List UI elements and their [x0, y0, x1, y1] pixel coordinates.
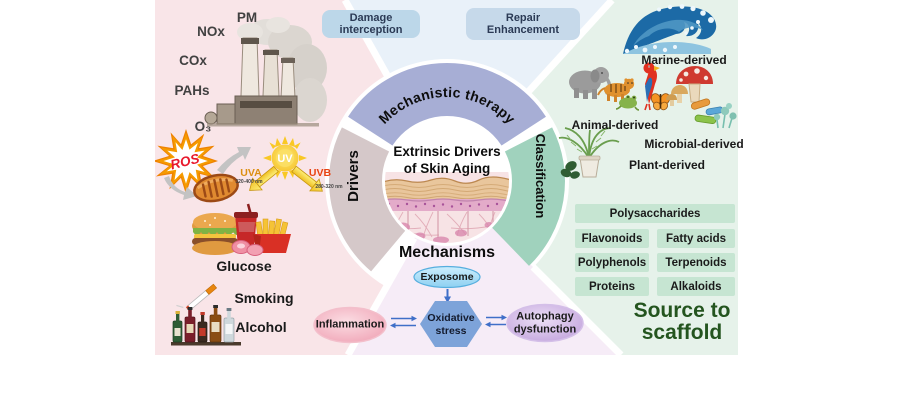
diagram-graphics: Mechanistic therapy Drivers Classificati… — [155, 0, 738, 355]
oxidative-stress-hexagon — [420, 301, 482, 347]
exposome-to-oxidative-arrow — [444, 289, 451, 303]
inflammation-ellipse — [313, 306, 387, 344]
compound-alkaloids: Alkaloids — [657, 277, 735, 296]
compound-proteins: Proteins — [575, 277, 649, 296]
source-to-scaffold-tagline: Source to scaffold — [633, 299, 731, 344]
figure-skin-aging-diagram: Mechanistic therapy Drivers Classificati… — [155, 0, 744, 355]
uvb-arrow-icon — [291, 165, 323, 192]
alcohol-label: Alcohol — [235, 318, 287, 335]
oxidative-label-line2: stress — [435, 324, 467, 337]
uvb-label: UVB — [308, 166, 332, 179]
exposome-ellipse — [413, 265, 481, 289]
mitochondria-icon — [193, 173, 239, 203]
compound-polyphenols: Polyphenols — [575, 253, 649, 272]
compound-fatty-acids: Fatty acids — [657, 229, 735, 248]
animal-derived-label: Animal-derived — [571, 118, 659, 133]
smoking-label: Smoking — [234, 289, 294, 306]
mechanisms-title: Mechanisms — [398, 243, 496, 261]
mushroom-icon — [666, 66, 713, 106]
compound-flavonoids: Flavonoids — [575, 229, 649, 248]
frog-icon — [615, 95, 640, 111]
repair-enhancement-button: Repair Enhancement — [466, 8, 580, 40]
arc-label-classification: Classification — [533, 134, 548, 219]
inflammation-oxidative-arrows — [390, 315, 417, 329]
compound-terpenoids: Terpenoids — [657, 253, 735, 272]
elephant-icon — [569, 67, 612, 99]
ham-icon — [231, 240, 264, 256]
microbial-derived-label: Microbial-derived — [644, 137, 744, 152]
autophagy-ellipse — [506, 303, 584, 343]
soda-cup-icon — [234, 203, 258, 247]
pollutant-o3: O₃ — [194, 119, 212, 135]
ocean-wave-icon — [623, 4, 717, 55]
plant-derived-label: Plant-derived — [628, 158, 706, 173]
marine-derived-label: Marine-derived — [641, 53, 727, 68]
pollutant-nox: NOx — [197, 24, 225, 40]
arc-classification — [490, 127, 565, 266]
pollutant-pm: PM — [236, 10, 258, 26]
pollutant-cox: COx — [179, 53, 207, 69]
uv-label: UV — [277, 153, 293, 165]
oxidative-label-line1: Oxidative — [427, 311, 475, 324]
oxidative-autophagy-arrows — [485, 314, 507, 328]
inflammation-label: Inflammation — [315, 318, 385, 331]
ros-label: ROS — [169, 151, 201, 173]
alcohol-bottles-icon — [171, 305, 241, 346]
autophagy-label-line2: dysfunction — [513, 323, 577, 336]
hub-title-line2: of Skin Aging — [403, 161, 491, 177]
uvb-range-label: 280-320 nm — [315, 184, 343, 191]
factory-icon — [204, 17, 327, 127]
burger-icon — [192, 213, 241, 255]
uva-range-label: 320-400 nm — [235, 179, 263, 186]
exposome-label: Exposome — [420, 270, 474, 283]
damage-interception-button: Damage interception — [322, 10, 420, 38]
arc-mechanistic-therapy — [348, 63, 546, 148]
ros-cycle-arrows — [164, 147, 251, 200]
compound-polysaccharides: Polysaccharides — [575, 204, 735, 223]
pollutant-pahs: PAHs — [174, 83, 210, 99]
arc-drivers — [329, 127, 408, 272]
parrot-icon — [643, 62, 660, 111]
autophagy-label-line1: Autophagy — [516, 310, 574, 323]
hub-title-line1: Extrinsic Drivers — [393, 144, 501, 160]
uva-label: UVA — [240, 166, 262, 179]
glucose-label: Glucose — [216, 257, 272, 274]
microbes-icon — [690, 98, 737, 129]
plant-icon — [558, 127, 620, 179]
tiger-icon — [597, 78, 635, 102]
uva-arrow-icon — [249, 165, 279, 191]
arc-label-drivers: Drivers — [345, 150, 362, 202]
